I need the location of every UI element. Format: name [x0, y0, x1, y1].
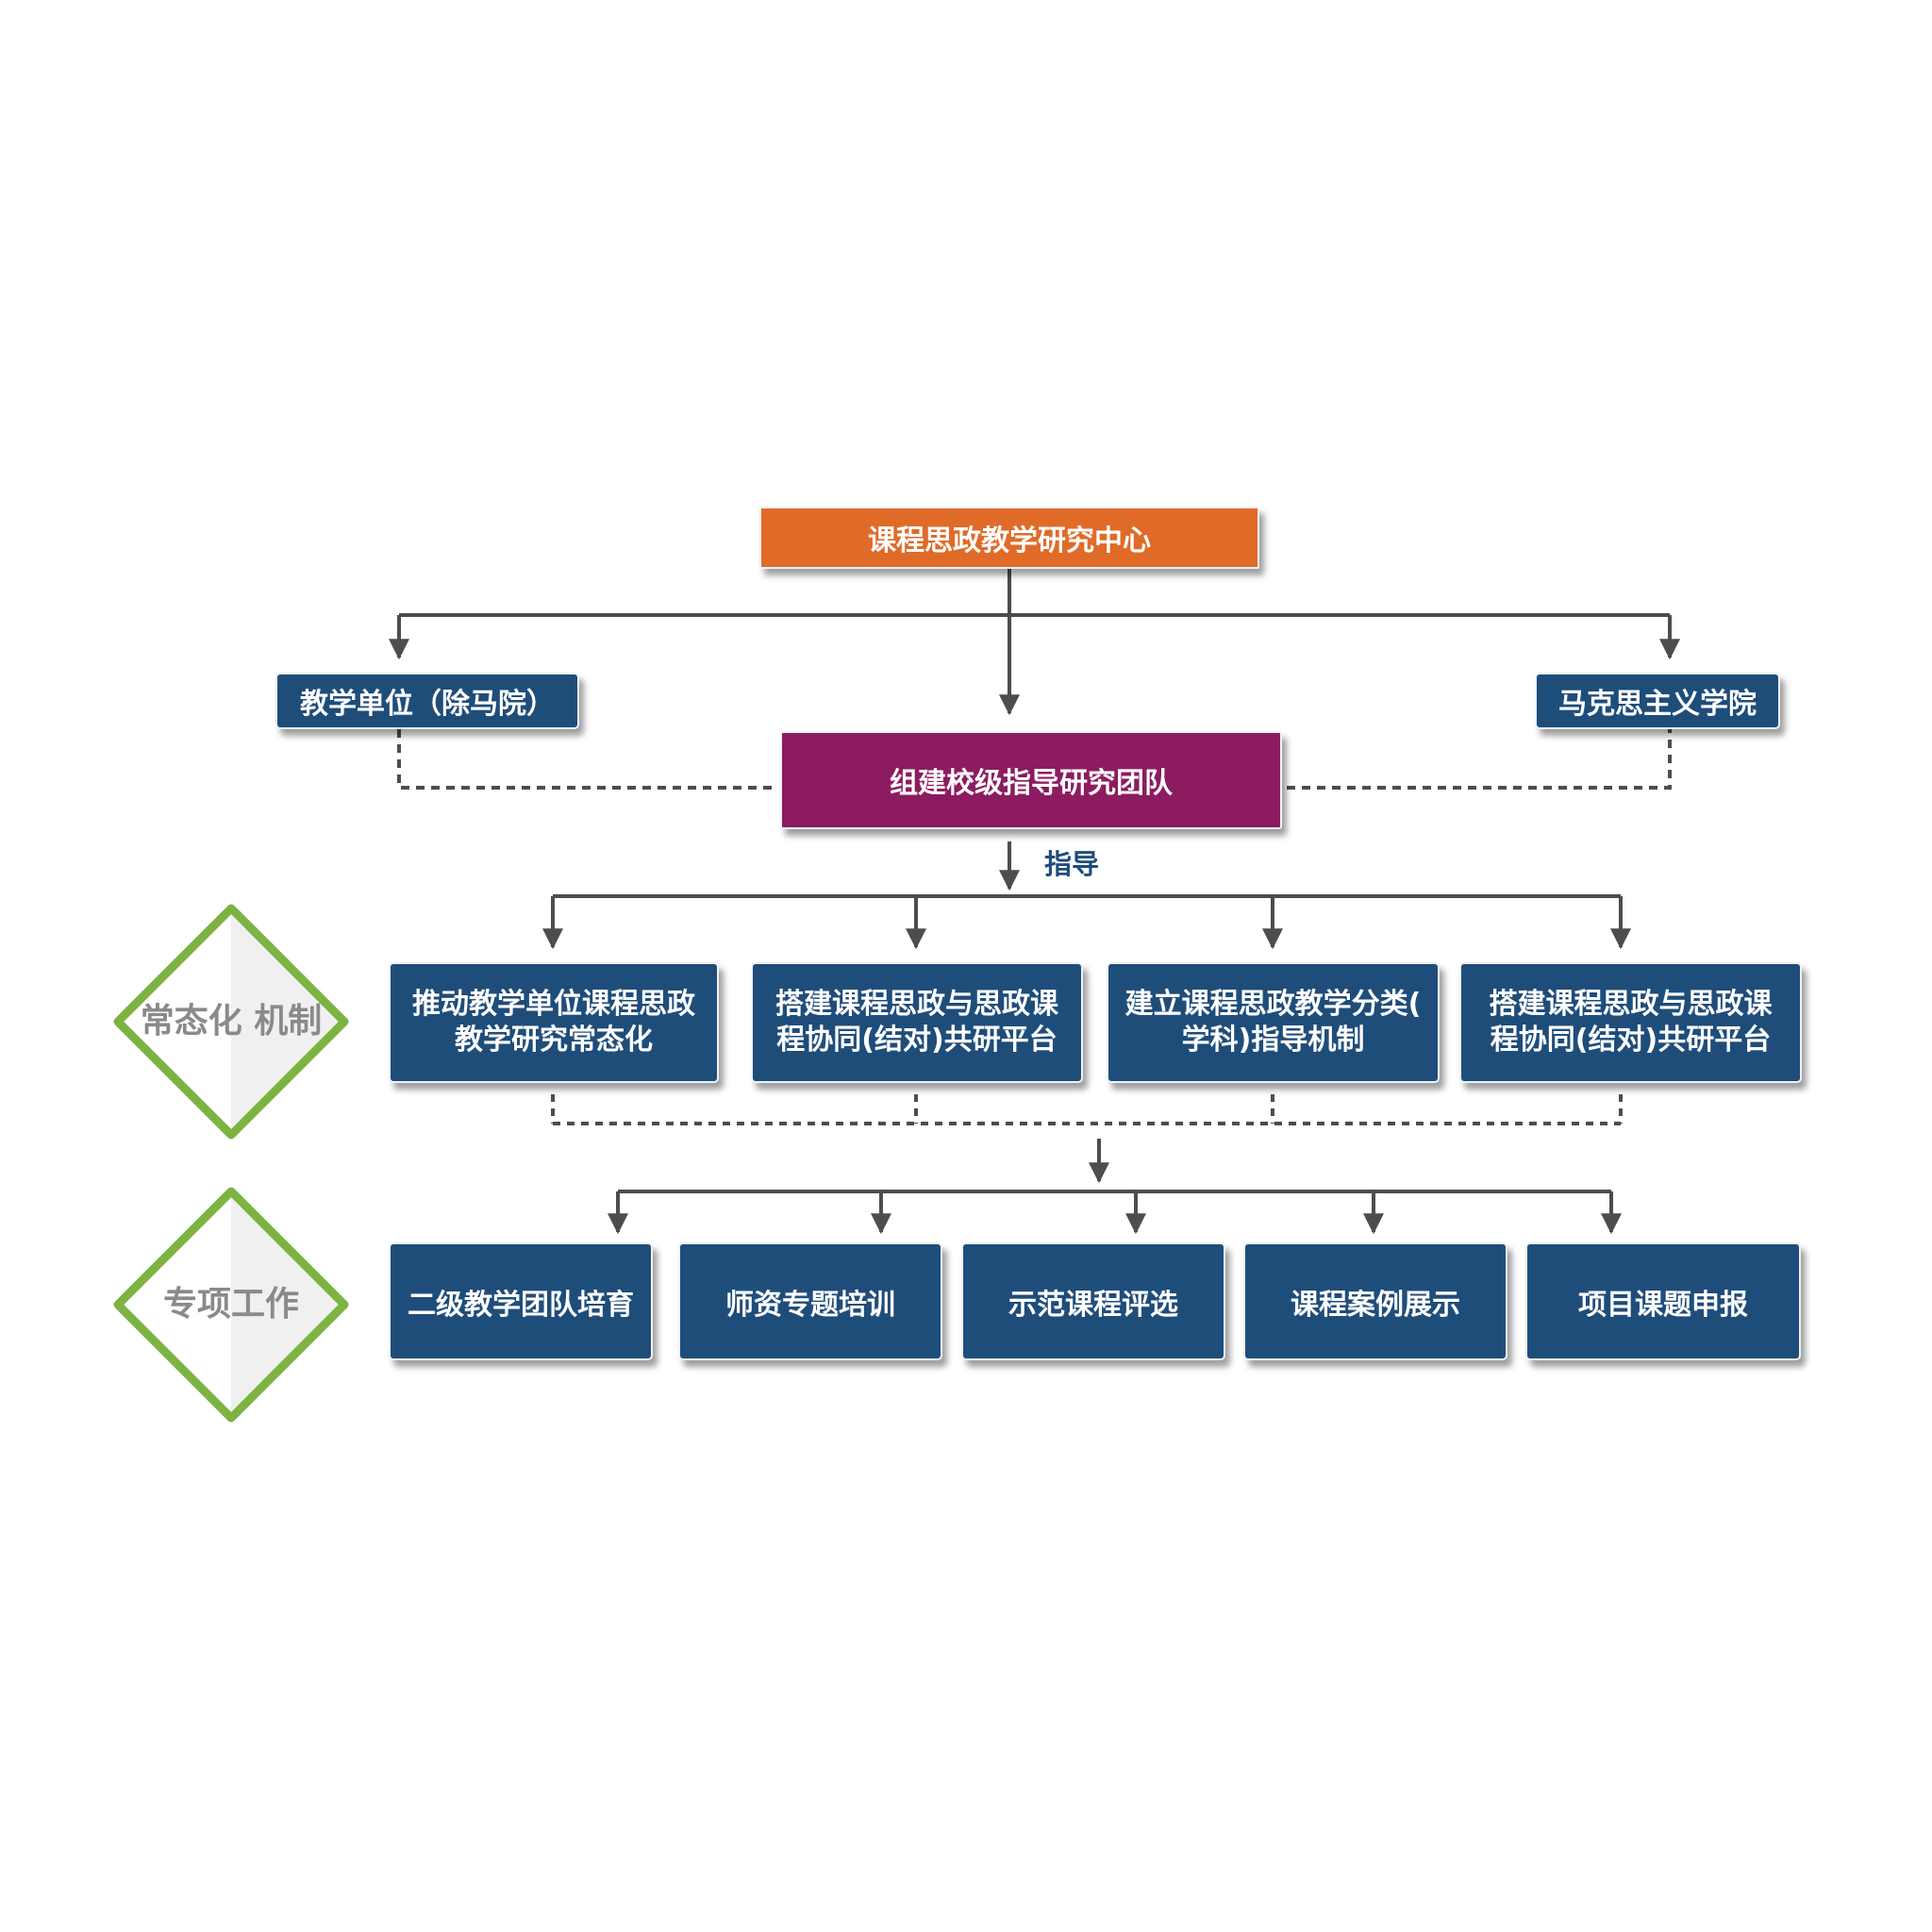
research-center-box: 课程思政教学研究中心 [759, 507, 1259, 569]
mechanism-item-1: 推动教学单位课程思政 教学研究常态化 [389, 962, 719, 1083]
mechanism-diamond: 常态化 机制 [108, 899, 354, 1144]
special-item-5: 项目课题申报 [1525, 1242, 1801, 1360]
mechanism-label-line2: 机制 [254, 1002, 323, 1041]
research-center-label: 课程思政教学研究中心 [868, 525, 1151, 558]
mechanism-item-2: 搭建课程思政与思政课 程协同(结对)共研平台 [751, 962, 1083, 1083]
mechanism-item-3-line2: 学科)指导机制 [1181, 1024, 1365, 1057]
mechanism-item-4-line2: 程协同(结对)共研平台 [1490, 1024, 1772, 1057]
teaching-unit-label: 教学单位（除马院） [300, 688, 555, 721]
mechanism-item-2-line2: 程协同(结对)共研平台 [776, 1024, 1058, 1057]
marxism-school-box: 马克思主义学院 [1535, 673, 1780, 729]
mechanism-item-3: 建立课程思政教学分类( 学科)指导机制 [1107, 962, 1440, 1083]
teaching-unit-box: 教学单位（除马院） [275, 673, 579, 729]
guidance-team-box: 组建校级指导研究团队 [780, 731, 1282, 829]
mechanism-item-3-line1: 建立课程思政教学分类( [1124, 988, 1422, 1021]
special-item-5-label: 项目课题申报 [1578, 1288, 1748, 1322]
special-item-2: 师资专题培训 [678, 1242, 942, 1360]
mechanism-item-4-line1: 搭建课程思政与思政课 [1489, 988, 1773, 1021]
guidance-team-label: 组建校级指导研究团队 [890, 767, 1173, 800]
guide-label: 指导 [1044, 848, 1100, 880]
dashed-right [1287, 729, 1672, 790]
special-item-3: 示范课程评选 [961, 1242, 1225, 1360]
special-item-2-label: 师资专题培训 [725, 1288, 895, 1322]
special-work-label: 专项工作 [162, 1285, 299, 1324]
marxism-school-label: 马克思主义学院 [1558, 688, 1757, 721]
special-item-1: 二级教学团队培育 [389, 1242, 653, 1360]
dashed-left [397, 729, 775, 790]
mechanism-item-2-line1: 搭建课程思政与思政课 [775, 988, 1058, 1021]
mechanism-label-line1: 常态化 [140, 1002, 242, 1041]
special-item-4: 课程案例展示 [1243, 1242, 1507, 1360]
special-item-3-label: 示范课程评选 [1008, 1288, 1178, 1322]
mechanism-item-1-line1: 推动教学单位课程思政 [412, 988, 695, 1021]
mechanism-item-4: 搭建课程思政与思政课 程协同(结对)共研平台 [1459, 962, 1802, 1083]
mechanism-item-1-line2: 教学研究常态化 [455, 1024, 653, 1057]
special-work-diamond: 专项工作 [108, 1182, 354, 1427]
special-item-4-label: 课程案例展示 [1291, 1288, 1460, 1322]
special-item-1-label: 二级教学团队培育 [408, 1288, 634, 1322]
